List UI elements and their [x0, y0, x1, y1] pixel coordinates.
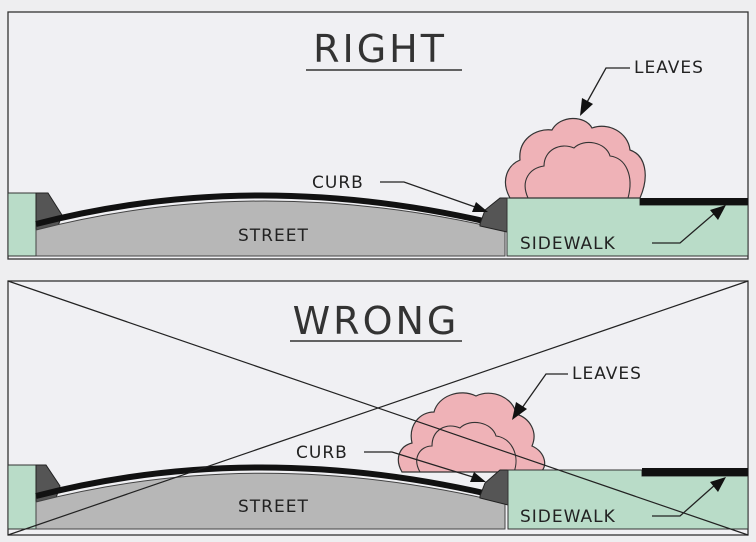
- right-leaves-inner-outline: [524, 141, 631, 199]
- wrong-leaves-arrowhead: [512, 402, 527, 420]
- right-curb-arrowhead: [472, 202, 488, 212]
- right-sidewalk-leader: [652, 211, 717, 244]
- wrong-panel: WRONG LEAVES CURB STREET SIDEWALK: [7, 280, 749, 536]
- right-leaves-pile: [505, 117, 646, 199]
- wrong-street-label: STREET: [238, 497, 309, 517]
- wrong-curb-arrowhead: [470, 472, 486, 482]
- right-curb-leader: [380, 181, 479, 209]
- right-leaves-leader: [585, 67, 630, 105]
- wrong-sidewalk-surface: [642, 468, 748, 476]
- right-sidewalk-arrowhead: [710, 205, 726, 220]
- right-leaves-label: LEAVES: [634, 58, 704, 78]
- right-sidewalk-surface: [640, 198, 748, 205]
- right-sidewalk-label: SIDEWALK: [520, 234, 616, 254]
- wrong-cross-line-2: [7, 280, 749, 536]
- wrong-sidewalk-arrowhead: [710, 477, 726, 492]
- wrong-title: WRONG: [293, 299, 460, 343]
- wrong-left-sidewalk: [7, 464, 37, 530]
- wrong-curb-leader: [364, 451, 477, 479]
- wrong-leaves-leader: [521, 373, 568, 409]
- wrong-pavement-layer: [35, 464, 506, 501]
- wrong-curb-label: CURB: [296, 443, 348, 463]
- wrong-sidewalk-label: SIDEWALK: [520, 507, 616, 527]
- wrong-leaves-label: LEAVES: [572, 364, 642, 384]
- right-panel: RIGHT LEAVES CURB STREET SIDEWALK: [7, 11, 749, 260]
- wrong-sidewalk-leader: [652, 483, 717, 517]
- right-street-label: STREET: [238, 226, 309, 246]
- wrong-leaves-inner-outline: [416, 421, 517, 473]
- right-leaves-arrowhead: [580, 98, 593, 116]
- right-curb-label: CURB: [312, 173, 364, 193]
- right-left-sidewalk: [7, 192, 37, 257]
- right-title: RIGHT: [313, 27, 447, 71]
- right-pavement-layer: [35, 192, 506, 229]
